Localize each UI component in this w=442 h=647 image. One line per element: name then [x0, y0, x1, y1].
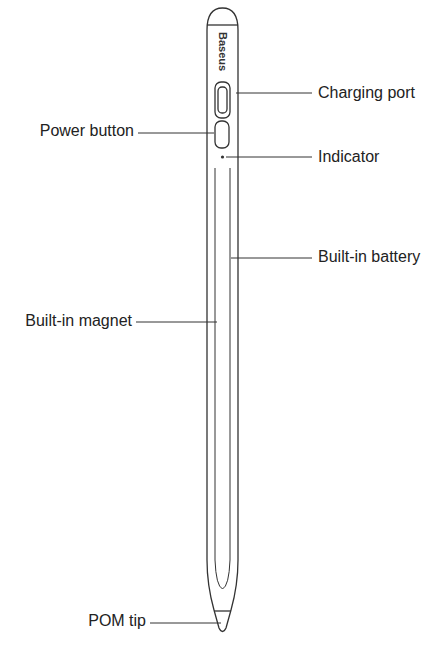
leader-line	[138, 133, 214, 134]
magnet-flat-face	[215, 168, 230, 589]
leader-line	[231, 258, 312, 259]
power-button-shape	[215, 121, 229, 148]
charging-port-slot	[215, 82, 230, 118]
cap-line	[207, 24, 238, 25]
leader-lines	[136, 93, 312, 623]
part-label: Power button	[40, 121, 134, 140]
part-label: Built-in battery	[318, 247, 420, 266]
leader-line	[136, 322, 217, 323]
part-label: Built-in magnet	[25, 311, 132, 330]
indicator-dot	[221, 155, 224, 158]
pen-outline	[207, 8, 238, 632]
tip-line	[214, 610, 231, 611]
stylus-body	[207, 8, 238, 632]
leader-line	[150, 623, 221, 624]
part-label: POM tip	[88, 611, 146, 630]
part-label: Charging port	[318, 83, 415, 102]
brand-text: Baseus	[216, 32, 229, 71]
leader-line	[236, 93, 312, 94]
part-label: Indicator	[318, 147, 379, 166]
charging-port-inner	[218, 87, 227, 113]
leader-line	[226, 157, 312, 158]
